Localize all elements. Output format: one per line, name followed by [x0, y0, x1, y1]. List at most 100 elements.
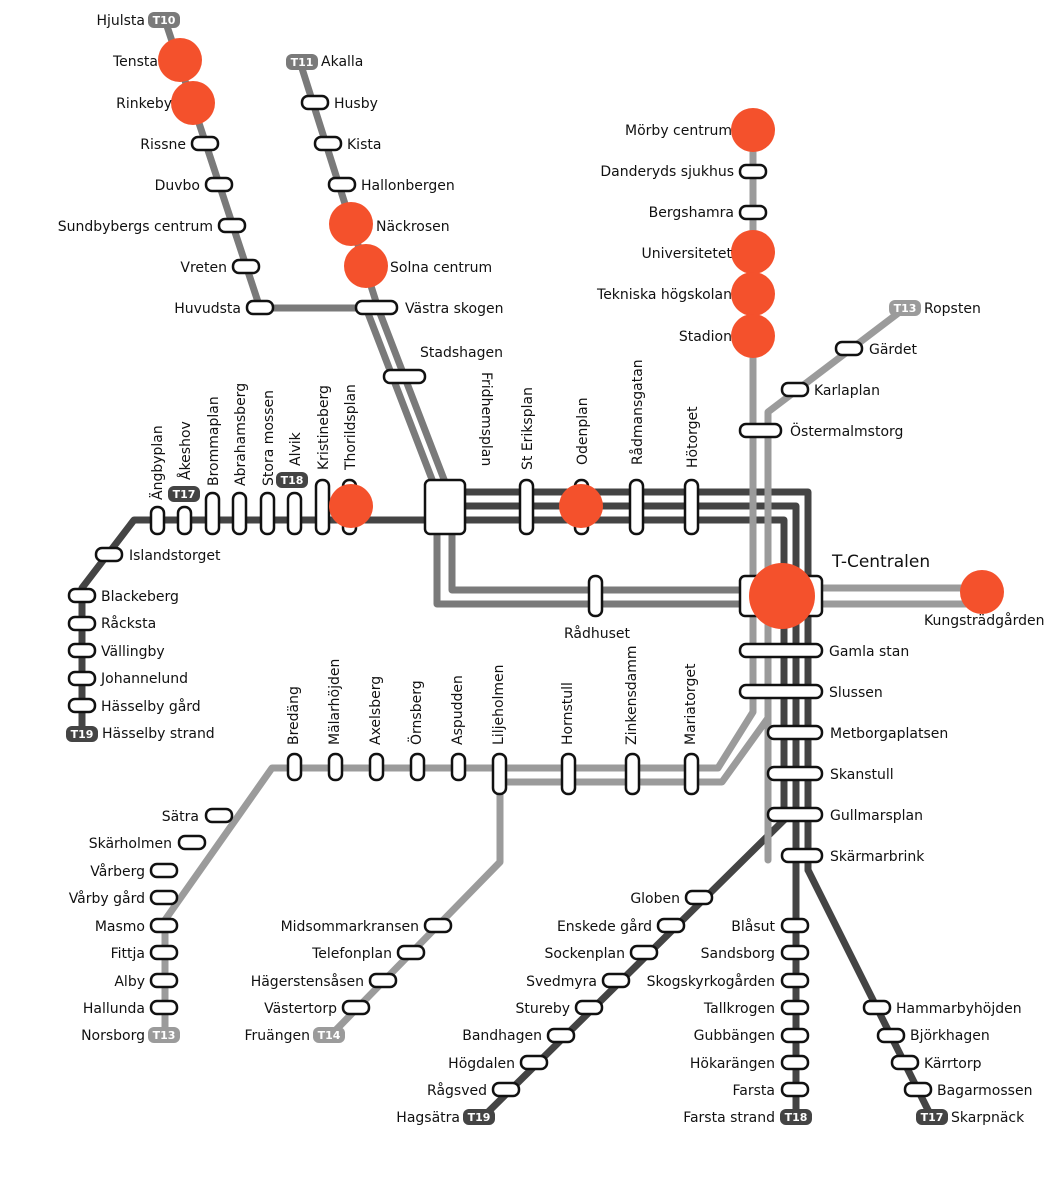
station-marker-rinkeby[interactable]: [171, 81, 215, 125]
station-gamla-stan[interactable]: [738, 642, 824, 659]
station-marker-t-centralen[interactable]: [749, 563, 815, 629]
station-stureby[interactable]: [574, 999, 604, 1016]
station-vallingby[interactable]: [67, 642, 97, 659]
station-aspudden[interactable]: [450, 752, 467, 782]
station-islandstorget[interactable]: [94, 546, 124, 563]
station-marker-solna-centrum[interactable]: [344, 244, 388, 288]
station-stora-mossen[interactable]: [259, 491, 276, 536]
station-masmo[interactable]: [149, 917, 179, 934]
station-marker-tensta[interactable]: [158, 38, 202, 82]
station-label-hasselby-gard: Hässelby gård: [101, 698, 201, 715]
station-hornstull[interactable]: [560, 752, 577, 796]
station-hotorget[interactable]: [683, 478, 700, 536]
station-satra[interactable]: [204, 807, 234, 824]
station-ornsberg[interactable]: [409, 752, 426, 782]
station-globen[interactable]: [684, 889, 714, 906]
station-kristineberg[interactable]: [314, 478, 331, 536]
terminal-label-t19-west: T19: [71, 728, 94, 741]
terminal-badge-t18-west: [276, 472, 308, 488]
station-alvik[interactable]: [286, 491, 303, 536]
station-bjorkhagen[interactable]: [876, 1027, 906, 1044]
station-ragsved[interactable]: [491, 1081, 521, 1098]
station-stadshagen[interactable]: [382, 368, 427, 385]
station-karlaplan[interactable]: [780, 381, 810, 398]
station-hammarbyhojden[interactable]: [862, 999, 892, 1016]
station-skarmarbrink[interactable]: [780, 847, 824, 864]
station-angbyplan[interactable]: [149, 505, 166, 536]
station-bergshamra[interactable]: [738, 204, 768, 221]
station-varberg[interactable]: [149, 862, 179, 879]
station-blasut[interactable]: [780, 917, 810, 934]
station-huvudsta[interactable]: [245, 299, 275, 316]
station-marker-universitetet[interactable]: [731, 230, 775, 274]
station-hallonbergen[interactable]: [327, 176, 357, 193]
station-vastra-skogen[interactable]: [354, 299, 399, 316]
station-zinkensdamm[interactable]: [624, 752, 641, 796]
line-blue-parallel: [362, 304, 437, 486]
station-ostermalmstorg[interactable]: [738, 422, 783, 439]
station-marker-thorildsplan[interactable]: [329, 484, 373, 528]
station-abrahamsberg[interactable]: [231, 491, 248, 536]
station-radmansgatan[interactable]: [628, 478, 645, 536]
station-gardet[interactable]: [834, 340, 864, 357]
station-label-skarpnack: Skarpnäck: [951, 1110, 1025, 1126]
station-husby[interactable]: [300, 94, 330, 111]
station-bagarmossen[interactable]: [903, 1081, 933, 1098]
station-brommaplan[interactable]: [204, 491, 221, 536]
station-marker-nackrosen[interactable]: [329, 202, 373, 246]
station-label-liljeholmen: Liljeholmen: [491, 664, 507, 745]
station-marker-morby-centrum[interactable]: [731, 108, 775, 152]
station-svedmyra[interactable]: [601, 972, 631, 989]
station-bandhagen[interactable]: [546, 1027, 576, 1044]
station-telefonplan[interactable]: [396, 944, 426, 961]
station-skogskyrkogarden[interactable]: [780, 972, 810, 989]
station-rissne[interactable]: [190, 135, 220, 152]
station-medborgarplatsen[interactable]: [766, 724, 824, 741]
station-skanstull[interactable]: [766, 765, 824, 782]
station-alby[interactable]: [149, 972, 179, 989]
station-mariatorget[interactable]: [683, 752, 700, 796]
station-bredang[interactable]: [286, 752, 303, 782]
station-hagerstensasen[interactable]: [368, 972, 398, 989]
station-marker-kungstradgarden[interactable]: [960, 570, 1004, 614]
station-tallkrogen[interactable]: [780, 999, 810, 1016]
station-midsommarkransen[interactable]: [423, 917, 453, 934]
station-farsta[interactable]: [780, 1081, 810, 1098]
terminal-label-t13-north: T13: [894, 302, 917, 315]
station-vastertorp[interactable]: [341, 999, 371, 1016]
station-akeshov[interactable]: [176, 505, 193, 536]
station-blackeberg[interactable]: [67, 587, 97, 604]
station-danderyds-sjukhus[interactable]: [738, 163, 768, 180]
station-malarhojden[interactable]: [327, 752, 344, 782]
station-liljeholmen[interactable]: [491, 752, 508, 796]
station-gullmarsplan[interactable]: [766, 806, 824, 823]
station-varby-gard[interactable]: [149, 889, 179, 906]
station-sundbybergs-centrum[interactable]: [217, 217, 247, 234]
station-sandsborg[interactable]: [780, 944, 810, 961]
station-label-skogskyrkogarden: Skogskyrkogården: [647, 973, 775, 990]
station-axelsberg[interactable]: [368, 752, 385, 782]
station-hokarangen[interactable]: [780, 1054, 810, 1071]
station-karrtorp[interactable]: [890, 1054, 920, 1071]
station-st-eriksplan[interactable]: [518, 478, 535, 536]
station-fridhemsplan[interactable]: [423, 478, 467, 536]
station-vreten[interactable]: [231, 258, 261, 275]
station-duvbo[interactable]: [204, 176, 234, 193]
station-radhuset[interactable]: [587, 574, 604, 618]
station-label-hagerstensasen: Hägerstensåsen: [251, 973, 364, 990]
station-johannelund[interactable]: [67, 670, 97, 687]
station-kista[interactable]: [313, 135, 343, 152]
station-marker-tekniska-hogskolan[interactable]: [731, 272, 775, 316]
station-slussen[interactable]: [738, 683, 824, 700]
station-marker-odenplan[interactable]: [559, 484, 603, 528]
station-hasselby-gard[interactable]: [67, 697, 97, 714]
station-skarholmen[interactable]: [177, 834, 207, 851]
station-racksta[interactable]: [67, 615, 97, 632]
station-hallunda[interactable]: [149, 999, 179, 1016]
station-hogdalen[interactable]: [519, 1054, 549, 1071]
station-gubbangen[interactable]: [780, 1027, 810, 1044]
station-marker-stadion[interactable]: [731, 314, 775, 358]
station-sockenplan[interactable]: [629, 944, 659, 961]
station-fittja[interactable]: [149, 944, 179, 961]
station-enskede-gard[interactable]: [656, 917, 686, 934]
